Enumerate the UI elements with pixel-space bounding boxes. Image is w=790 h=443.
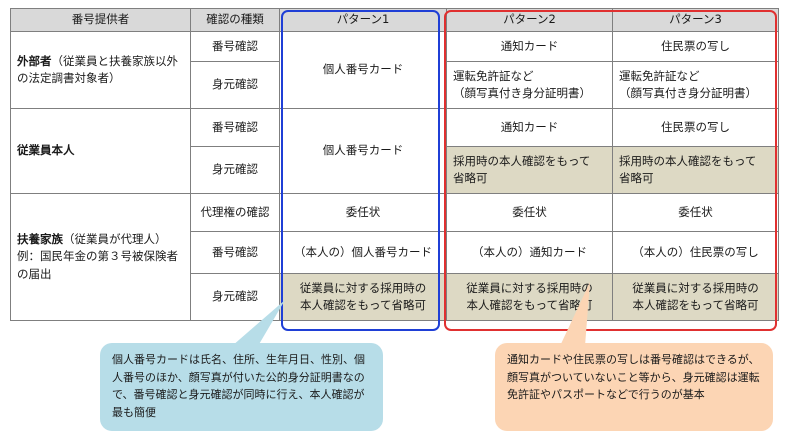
p1-dependent-number: （本人の）個人番号カード bbox=[279, 231, 447, 274]
provider-employee-name: 従業員本人 bbox=[17, 143, 75, 158]
provider-dependent: 扶養家族（従業員が代理人） 例：国民年金の第３号被保険者の届出 bbox=[10, 193, 191, 321]
id-verification-table: 番号提供者 確認の種類 パターン1 パターン2 パターン3 外部者（従業員と扶養… bbox=[10, 8, 779, 321]
p3-external-identity-l1: 運転免許証など bbox=[619, 68, 700, 83]
provider-external-name: 外部者 bbox=[17, 53, 52, 68]
callout-pattern2-3-note: 通知カードや住民票の写しは番号確認はできるが、顔写真がついていないこと等から、身… bbox=[495, 343, 773, 431]
check-number-external: 番号確認 bbox=[190, 31, 280, 62]
header-pattern3: パターン3 bbox=[612, 8, 779, 32]
p1-dependent-identity: 従業員に対する採用時の 本人確認をもって省略可 bbox=[279, 273, 447, 321]
callout-pattern1-note: 個人番号カードは氏名、住所、生年月日、性別、個人番号のほか、顔写真が付いた公的身… bbox=[100, 343, 383, 431]
p2-employee-identity: 採用時の本人確認をもって 省略可 bbox=[446, 146, 613, 194]
provider-external-note: （従業員と扶養家族以外の法定調書対象者） bbox=[17, 53, 178, 85]
p3-employee-number: 住民票の写し bbox=[612, 108, 779, 147]
p3-employee-identity-l1: 採用時の本人確認をもって bbox=[619, 153, 757, 168]
p1-external: 個人番号カード bbox=[279, 31, 447, 109]
provider-dependent-example: 例：国民年金の第３号被保険者の届出 bbox=[17, 249, 178, 281]
p3-dependent-number: （本人の）住民票の写し bbox=[612, 231, 779, 274]
p3-dependent-identity-l1: 従業員に対する採用時の bbox=[632, 280, 759, 295]
p2-dependent-identity-l2: 本人確認をもって省略可 bbox=[466, 298, 593, 312]
header-pattern1: パターン1 bbox=[279, 8, 447, 32]
pattern1-highlight bbox=[281, 10, 440, 331]
p1-dependent-identity-l2: 本人確認をもって省略可 bbox=[300, 298, 426, 312]
provider-dependent-note: （従業員が代理人） bbox=[63, 232, 167, 247]
p2-employee-identity-l1: 採用時の本人確認をもって bbox=[453, 153, 591, 168]
p3-external-identity: 運転免許証など （顔写真付き身分証明書） bbox=[612, 61, 779, 109]
p2-dependent-number: （本人の）通知カード bbox=[446, 231, 613, 274]
provider-employee: 従業員本人 bbox=[10, 108, 191, 194]
provider-dependent-name: 扶養家族 bbox=[17, 232, 63, 247]
p2-employee-identity-l2: 省略可 bbox=[453, 171, 488, 185]
p1-employee: 個人番号カード bbox=[279, 108, 447, 194]
p2-external-identity-l1: 運転免許証など bbox=[453, 68, 534, 83]
check-identity-dependent: 身元確認 bbox=[190, 273, 280, 321]
callout-orange-tail bbox=[560, 282, 590, 346]
p3-dependent-identity: 従業員に対する採用時の 本人確認をもって省略可 bbox=[612, 273, 779, 321]
p1-dependent-identity-l1: 従業員に対する採用時の bbox=[299, 280, 427, 295]
p2-external-identity-l2: （顔写真付き身分証明書） bbox=[453, 86, 591, 100]
pattern2-3-highlight bbox=[444, 10, 777, 331]
header-pattern2: パターン2 bbox=[446, 8, 613, 32]
check-number-dependent: 番号確認 bbox=[190, 231, 280, 274]
p3-external-number: 住民票の写し bbox=[612, 31, 779, 62]
check-identity-employee: 身元確認 bbox=[190, 146, 280, 194]
check-number-employee: 番号確認 bbox=[190, 108, 280, 147]
p2-dependent-identity-l1: 従業員に対する採用時の bbox=[466, 280, 593, 295]
p3-dependent-identity-l2: 本人確認をもって省略可 bbox=[632, 298, 759, 312]
header-provider: 番号提供者 bbox=[10, 8, 191, 32]
p3-employee-identity-l2: 省略可 bbox=[619, 171, 654, 185]
p3-external-identity-l2: （顔写真付き身分証明書） bbox=[619, 86, 757, 100]
callout-blue-tail bbox=[232, 300, 285, 346]
p2-external-identity: 運転免許証など （顔写真付き身分証明書） bbox=[446, 61, 613, 109]
